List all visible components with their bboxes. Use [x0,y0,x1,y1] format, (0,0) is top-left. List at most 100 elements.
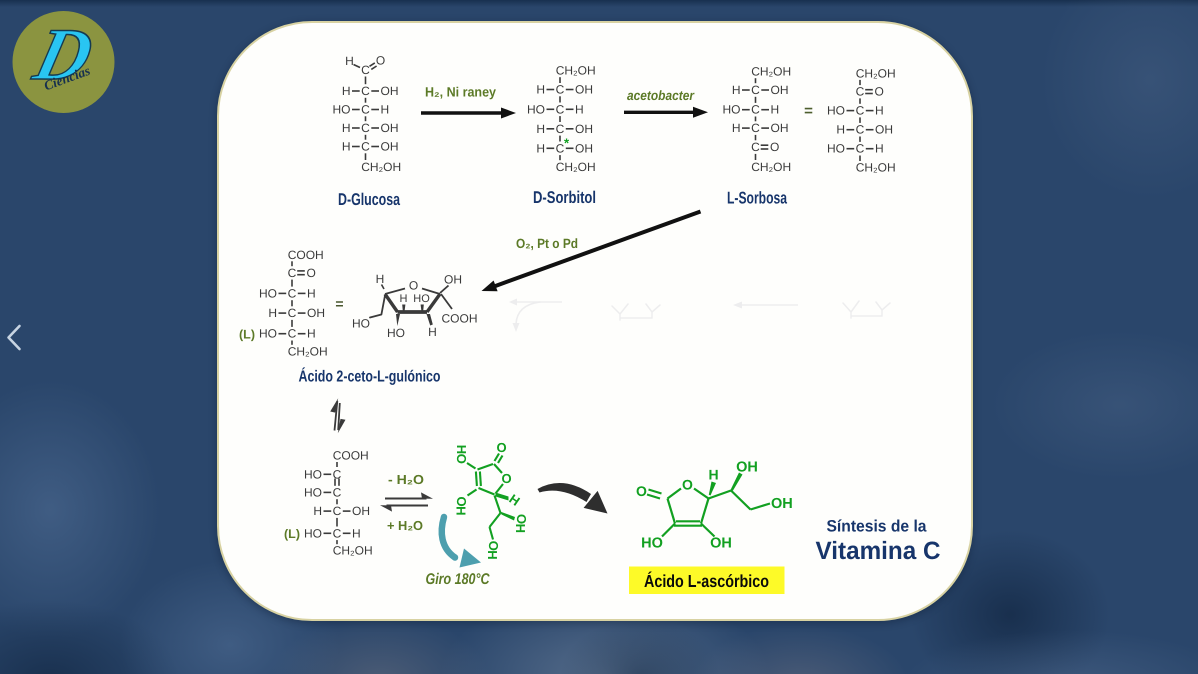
svg-text:OH: OH [381,84,399,98]
svg-text:C: C [856,123,865,137]
svg-text:Ácido L-ascórbico: Ácido L-ascórbico [644,571,769,591]
svg-text:H: H [708,467,718,483]
svg-text:Vitamina C: Vitamina C [816,537,941,565]
svg-text:H: H [536,122,545,136]
svg-text:O: O [682,477,693,493]
svg-text:C: C [751,103,760,117]
svg-text:+ H₂O: + H₂O [387,518,423,533]
svg-text:L-Sorbosa: L-Sorbosa [727,188,787,207]
svg-text:H: H [536,141,545,155]
svg-text:H: H [513,524,528,533]
svg-text:H: H [875,142,884,156]
svg-text:H₂, Ni raney: H₂, Ni raney [425,85,496,100]
svg-text:C: C [856,142,865,156]
svg-text:C: C [333,485,342,499]
svg-text:H: H [454,445,469,454]
svg-text:CH₂OH: CH₂OH [556,64,596,78]
svg-text:H: H [732,83,741,97]
svg-text:HO: HO [827,142,845,156]
svg-text:HO: HO [259,286,277,300]
svg-text:C: C [288,266,297,280]
svg-text:- H₂O: - H₂O [388,472,424,487]
svg-text:*: * [564,136,570,151]
svg-text:C: C [288,306,297,320]
svg-text:COOH: COOH [333,449,369,463]
svg-text:O: O [454,496,469,506]
svg-text:C: C [361,84,370,98]
svg-text:H: H [342,121,351,135]
svg-text:H: H [376,272,385,286]
svg-text:HO: HO [387,326,405,340]
svg-text:O: O [875,85,884,99]
svg-text:C: C [288,286,297,300]
svg-text:acetobacter: acetobacter [627,88,695,103]
svg-text:CH₂OH: CH₂OH [856,66,896,80]
svg-text:H: H [506,491,522,509]
svg-text:OH: OH [444,273,462,287]
svg-text:H: H [307,286,316,300]
svg-text:C: C [751,83,760,97]
svg-text:HO: HO [413,293,430,305]
svg-text:C: C [333,504,342,518]
svg-text:C: C [556,122,565,136]
svg-text:HO: HO [333,103,351,117]
svg-text:O: O [307,266,316,280]
svg-text:C: C [751,140,760,154]
svg-text:HO: HO [259,327,277,341]
svg-text:H: H [732,121,741,135]
svg-text:HO: HO [352,317,370,331]
svg-text:O: O [496,440,506,455]
svg-text:(L): (L) [284,527,300,541]
svg-text:H: H [342,84,351,98]
svg-text:HO: HO [641,536,663,552]
svg-text:H: H [400,293,408,305]
svg-text:H: H [352,526,361,540]
svg-text:H: H [575,102,584,116]
svg-text:D-Glucosa: D-Glucosa [338,190,400,209]
svg-text:OH: OH [307,306,325,320]
svg-text:C: C [333,526,342,540]
svg-text:H: H [313,504,322,518]
svg-text:O: O [409,279,418,293]
svg-text:O: O [501,471,511,486]
svg-text:CH₂OH: CH₂OH [333,544,373,558]
svg-text:OH: OH [710,536,732,552]
svg-text:C: C [361,140,370,154]
svg-text:C: C [361,121,370,135]
svg-text:CH₂OH: CH₂OH [556,160,596,174]
svg-text:OH: OH [381,140,399,154]
svg-text:OH: OH [575,122,593,136]
svg-text:OH: OH [771,496,793,512]
svg-text:O: O [514,514,529,524]
svg-text:=: = [335,296,343,312]
svg-text:H: H [268,306,277,320]
svg-text:C: C [856,104,865,118]
svg-text:CH₂OH: CH₂OH [361,160,401,174]
svg-text:CH₂OH: CH₂OH [751,65,791,79]
svg-text:C: C [361,63,370,77]
svg-text:HO: HO [304,485,322,499]
svg-text:HO: HO [723,103,741,117]
svg-text:O: O [486,541,501,551]
svg-text:H: H [381,103,390,117]
svg-text:OH: OH [771,83,789,97]
svg-text:C: C [556,102,565,116]
svg-text:Síntesis de la: Síntesis de la [827,518,928,536]
svg-text:H: H [536,83,545,97]
svg-text:(L): (L) [239,327,255,341]
svg-text:H: H [836,123,845,137]
svg-text:C: C [333,467,342,481]
svg-text:C: C [751,121,760,135]
svg-text:H: H [771,103,780,117]
svg-text:OH: OH [736,460,758,476]
svg-text:OH: OH [771,121,789,135]
svg-text:H: H [345,54,354,68]
svg-text:C: C [856,85,865,99]
svg-text:O: O [636,483,647,499]
svg-text:D-Sorbitol: D-Sorbitol [533,188,596,207]
svg-text:HO: HO [304,526,322,540]
svg-text:OH: OH [381,121,399,135]
svg-text:C: C [556,141,565,155]
svg-text:Ácido 2-ceto-L-gulónico: Ácido 2-ceto-L-gulónico [299,367,441,386]
svg-text:CH₂OH: CH₂OH [751,160,791,174]
